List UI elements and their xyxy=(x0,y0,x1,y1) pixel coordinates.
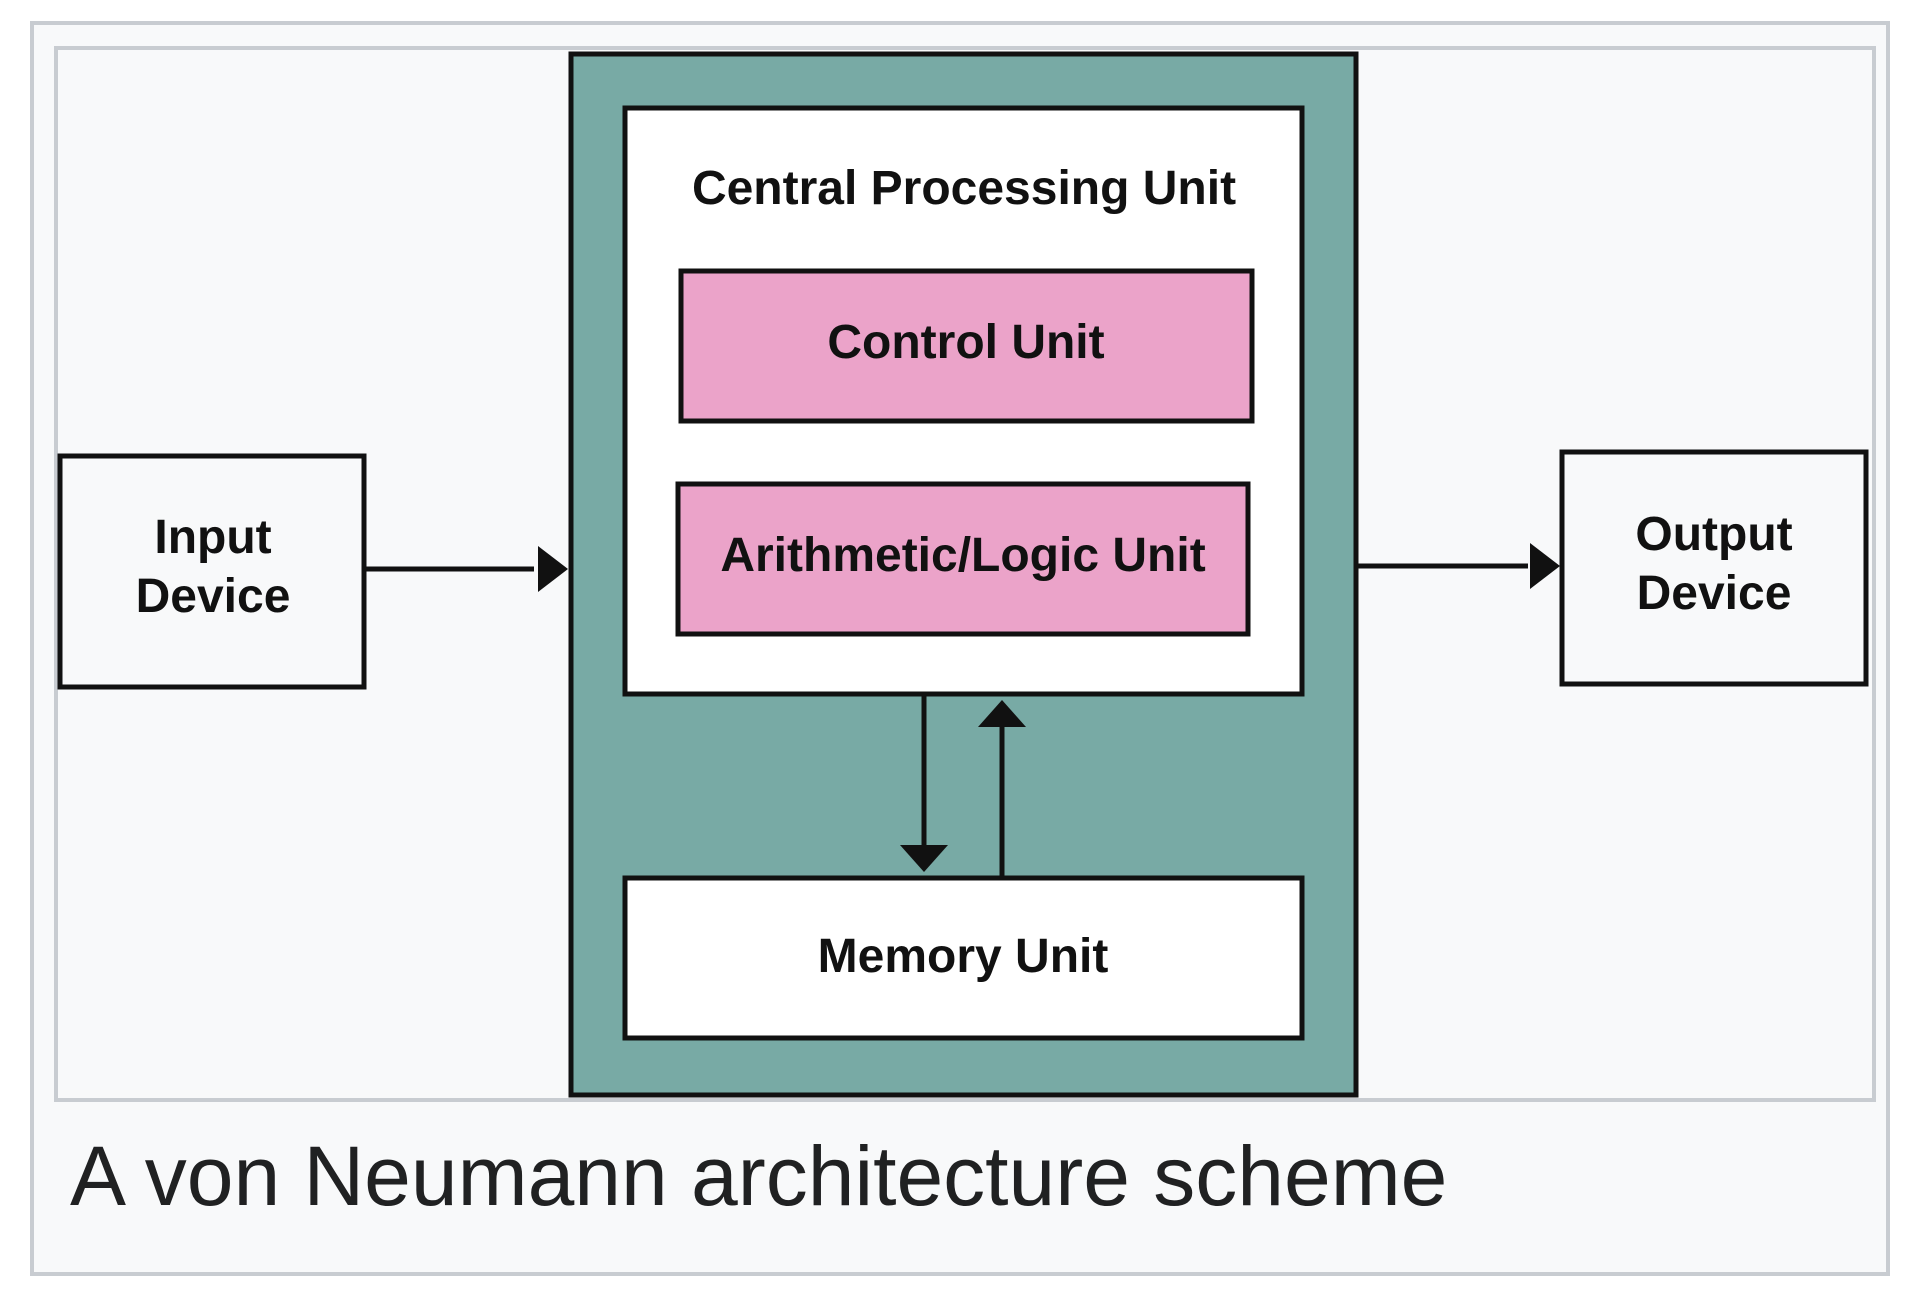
control-unit-box xyxy=(678,268,1255,424)
arrowhead-memory-to-cpu xyxy=(978,700,1026,727)
output-device-label-line1: Output xyxy=(1635,508,1792,561)
input-device-box xyxy=(57,453,367,690)
memory-unit-label: Memory Unit xyxy=(818,930,1109,983)
input-device-label-line2: Device xyxy=(136,570,291,623)
alu-label: Arithmetic/Logic Unit xyxy=(720,529,1205,582)
arrowhead-input-to-system xyxy=(538,546,568,592)
cpu-title: Central Processing Unit xyxy=(692,162,1236,215)
output-device-label-line2: Device xyxy=(1637,567,1792,620)
arrowhead-cpu-to-memory xyxy=(900,845,948,872)
arrowhead-system-to-output xyxy=(1530,543,1560,589)
alu-box xyxy=(675,481,1251,637)
memory-unit-box xyxy=(622,875,1305,1041)
input-device-label-line1: Input xyxy=(154,511,271,564)
control-unit-label: Control Unit xyxy=(827,316,1104,369)
output-device-box xyxy=(1559,449,1869,687)
figure-caption: A von Neumann architecture scheme xyxy=(70,1129,1448,1223)
